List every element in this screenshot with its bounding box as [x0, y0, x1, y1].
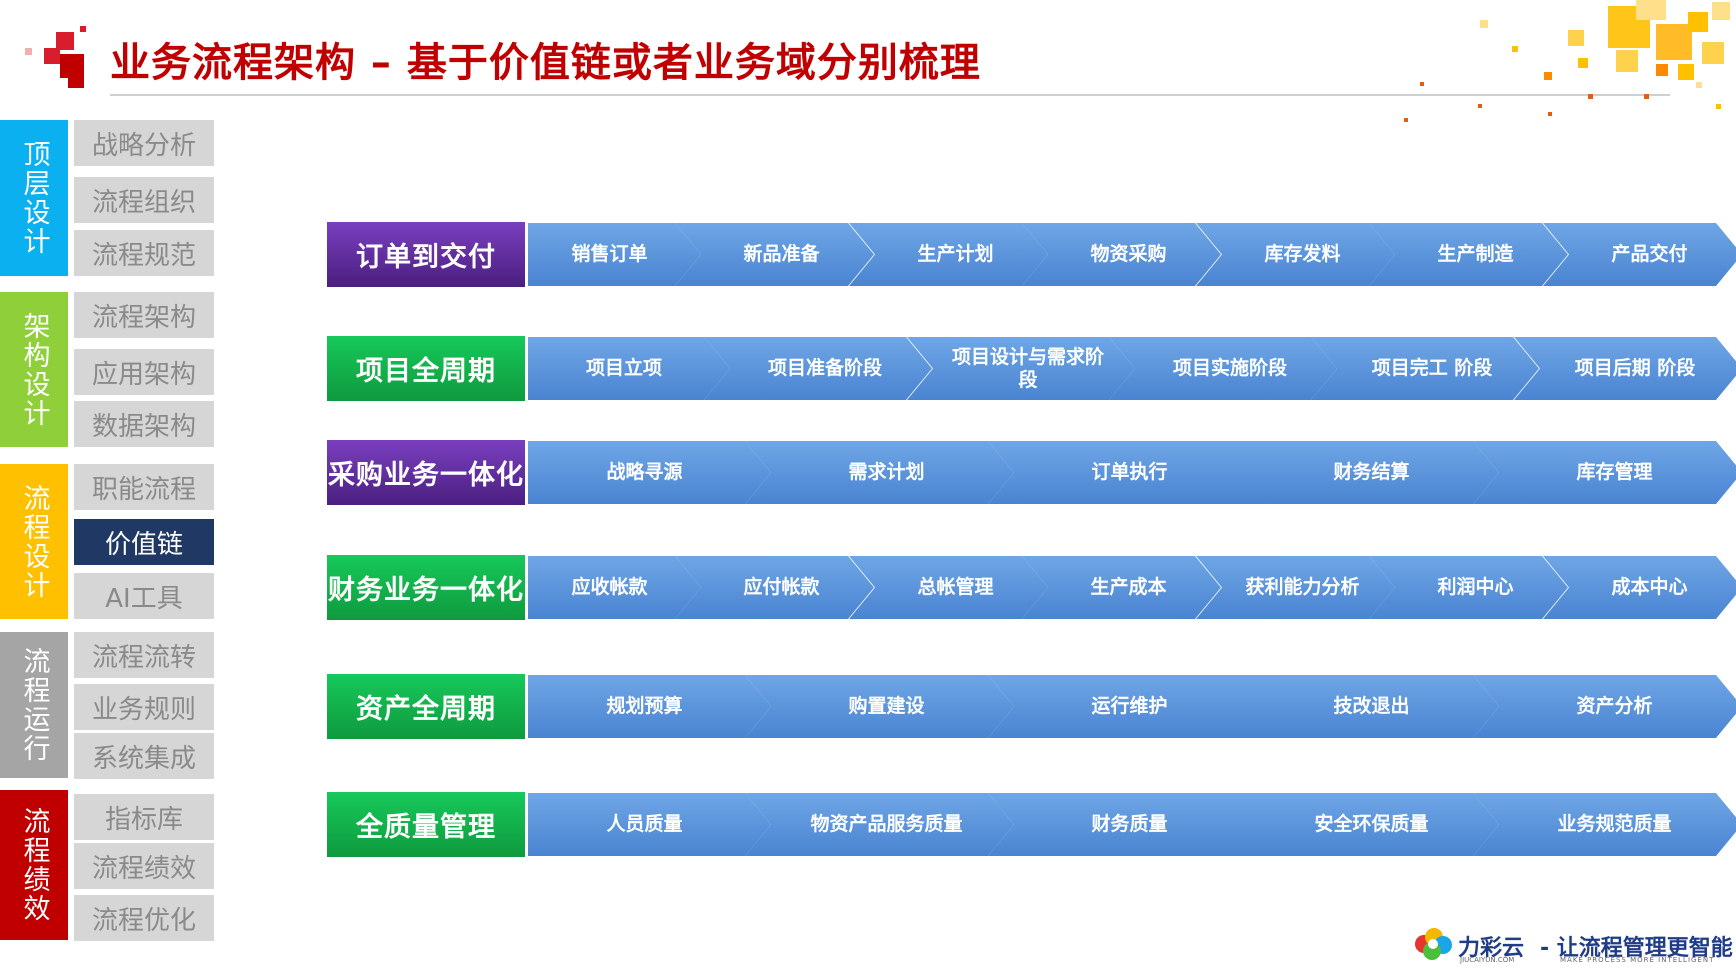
sidebar-item-process-optimization[interactable]: 流程优化 [74, 895, 214, 941]
row-label-project-lifecycle[interactable]: 项目全周期 [327, 336, 525, 401]
process-step[interactable]: 产品交付 [1543, 223, 1736, 286]
process-step[interactable]: 项目立项 [528, 337, 730, 400]
sidebar-item-process-standards[interactable]: 流程规范 [74, 230, 214, 276]
sidebar-item-value-chain[interactable]: 价值链 [74, 519, 214, 565]
brand-slogan-english: MAKE PROCESS MORE INTELLIGENT [1560, 956, 1715, 964]
sidebar-item-strategy-analysis[interactable]: 战略分析 [74, 120, 214, 166]
sidebar-item-business-rules[interactable]: 业务规则 [74, 684, 214, 730]
process-step[interactable]: 销售订单 [528, 223, 701, 286]
brand-flower-icon [1415, 928, 1452, 960]
row-label-asset-lifecycle[interactable]: 资产全周期 [327, 674, 525, 739]
title-divider [110, 94, 1670, 96]
process-step[interactable]: 生产成本 [1022, 556, 1221, 619]
page-title: 业务流程架构 – 基于价值链或者业务域分别梳理 [110, 40, 981, 86]
brand-slogan: - 让流程管理更智能 [1540, 936, 1733, 961]
brand-logo-mark [25, 26, 86, 88]
process-step[interactable]: 需求计划 [745, 441, 1014, 504]
process-step[interactable]: 项目完工 阶段 [1311, 337, 1539, 400]
sidebar-item-system-integration[interactable]: 系统集成 [74, 733, 214, 779]
process-step[interactable]: 项目准备阶段 [704, 337, 932, 400]
process-step[interactable]: 人员质量 [528, 793, 771, 856]
category-process-operation[interactable]: 流程运行 [0, 632, 68, 778]
process-step[interactable]: 订单执行 [988, 441, 1257, 504]
row-label-order-to-delivery[interactable]: 订单到交付 [327, 222, 525, 287]
brand-url: JIUCAIYUN.COM [1460, 956, 1515, 964]
process-step[interactable]: 新品准备 [675, 223, 874, 286]
category-architecture-design[interactable]: 架构设计 [0, 292, 68, 447]
process-step[interactable]: 财务质量 [988, 793, 1257, 856]
process-step[interactable]: 物资采购 [1022, 223, 1221, 286]
process-step[interactable]: 安全环保质量 [1230, 793, 1499, 856]
process-step[interactable]: 购置建设 [745, 675, 1014, 738]
sidebar-item-functional-process[interactable]: 职能流程 [74, 464, 214, 510]
process-step[interactable]: 库存管理 [1473, 441, 1736, 504]
brand-name: 力彩云 [1458, 936, 1525, 961]
sidebar-item-application-architecture[interactable]: 应用架构 [74, 349, 214, 395]
process-step[interactable]: 成本中心 [1543, 556, 1736, 619]
process-step[interactable]: 生产计划 [849, 223, 1048, 286]
sidebar-item-indicator-library[interactable]: 指标库 [74, 794, 214, 840]
sidebar-item-process-performance[interactable]: 流程绩效 [74, 843, 214, 889]
process-step[interactable]: 规划预算 [528, 675, 771, 738]
process-step[interactable]: 生产制造 [1369, 223, 1568, 286]
process-step[interactable]: 利润中心 [1369, 556, 1568, 619]
process-step[interactable]: 应付帐款 [675, 556, 874, 619]
row-label-finance-integration[interactable]: 财务业务一体化 [327, 555, 525, 620]
process-step[interactable]: 项目设计与需求阶段 [907, 337, 1135, 400]
process-step[interactable]: 库存发料 [1196, 223, 1395, 286]
decorative-squares [1404, 0, 1730, 122]
row-label-procurement-integration[interactable]: 采购业务一体化 [327, 440, 525, 505]
process-step[interactable]: 财务结算 [1230, 441, 1499, 504]
row-label-total-quality[interactable]: 全质量管理 [327, 792, 525, 857]
sidebar-item-process-organization[interactable]: 流程组织 [74, 177, 214, 223]
category-process-design[interactable]: 流程设计 [0, 464, 68, 619]
process-step[interactable]: 运行维护 [988, 675, 1257, 738]
sidebar-item-ai-tools[interactable]: AI工具 [74, 573, 214, 619]
category-top-design[interactable]: 顶层设计 [0, 120, 68, 276]
process-step[interactable]: 物资产品服务质量 [745, 793, 1014, 856]
process-step[interactable]: 资产分析 [1473, 675, 1736, 738]
process-step[interactable]: 项目后期 阶段 [1514, 337, 1736, 400]
process-step[interactable]: 技改退出 [1230, 675, 1499, 738]
process-step[interactable]: 战略寻源 [528, 441, 771, 504]
process-step[interactable]: 项目实施阶段 [1109, 337, 1337, 400]
footer-brand: 力彩云 JIUCAIYUN.COM - 让流程管理更智能 MAKE PROCES… [1410, 924, 1733, 968]
process-step[interactable]: 总帐管理 [849, 556, 1048, 619]
sidebar-item-data-architecture[interactable]: 数据架构 [74, 401, 214, 447]
process-step[interactable]: 业务规范质量 [1473, 793, 1736, 856]
sidebar-item-process-architecture[interactable]: 流程架构 [74, 292, 214, 338]
category-process-performance[interactable]: 流程绩效 [0, 790, 68, 940]
process-step[interactable]: 获利能力分析 [1196, 556, 1395, 619]
process-step[interactable]: 应收帐款 [528, 556, 701, 619]
sidebar-item-process-flow[interactable]: 流程流转 [74, 632, 214, 678]
